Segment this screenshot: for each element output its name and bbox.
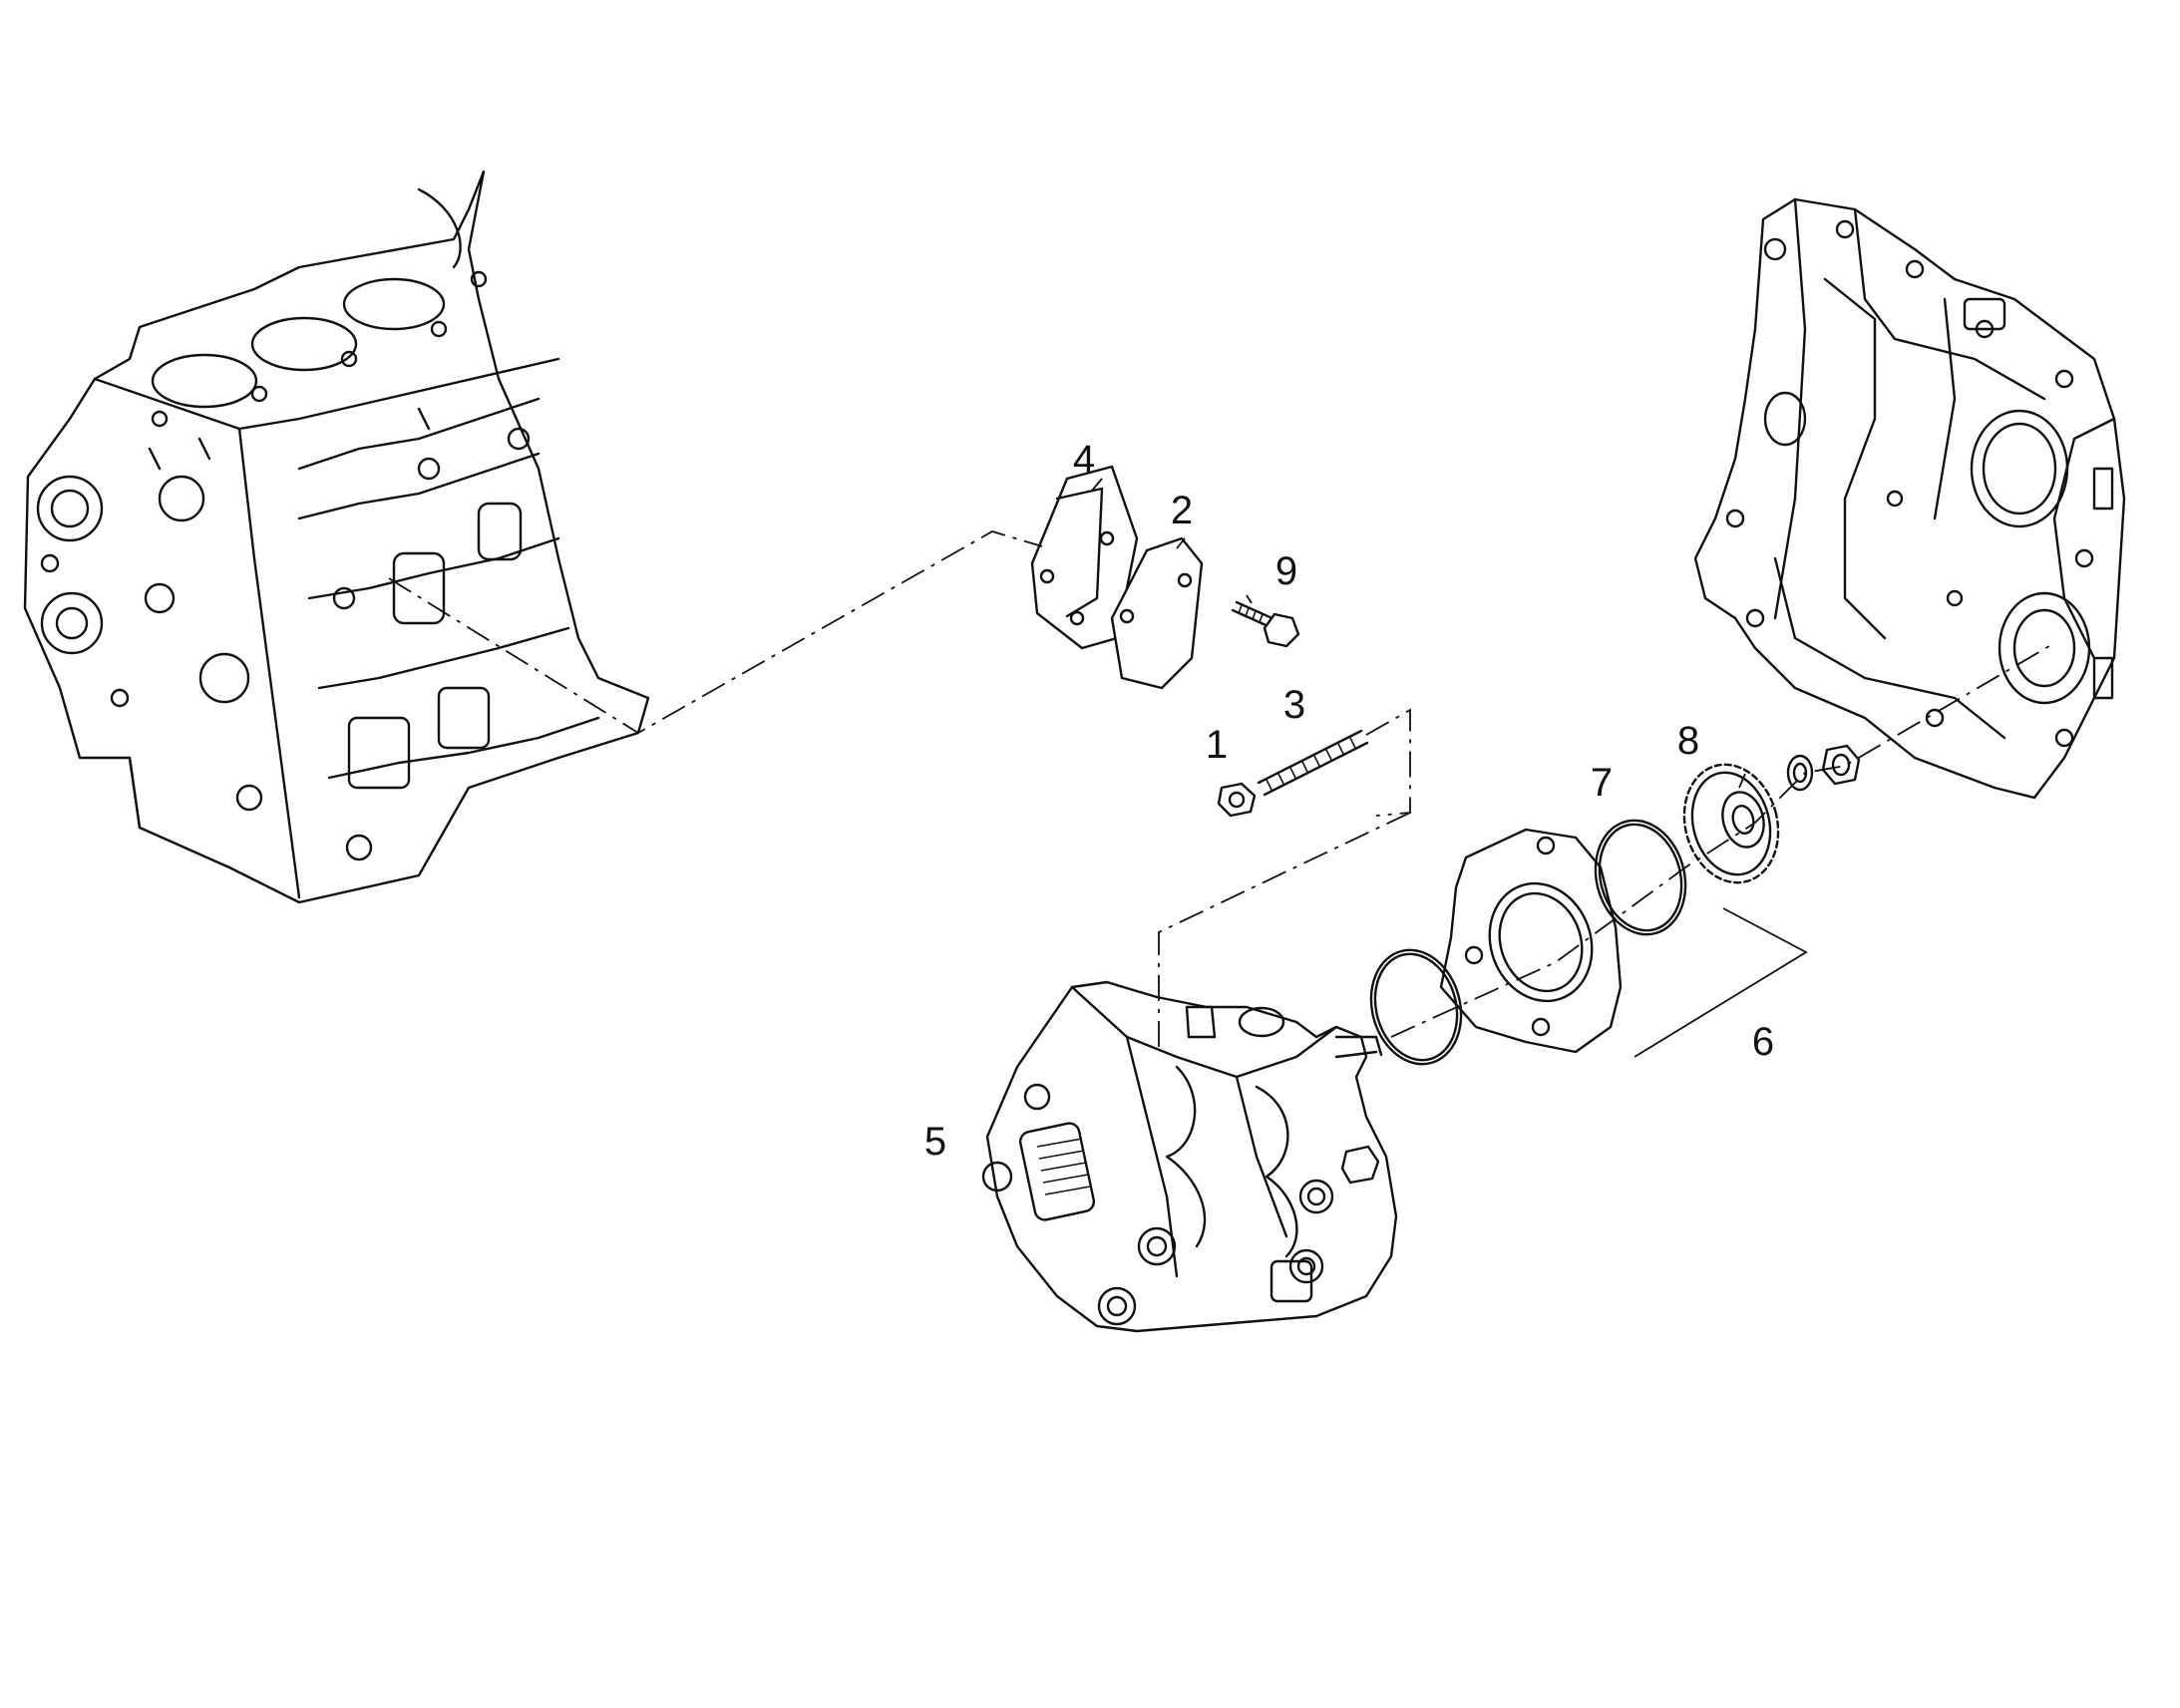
callout-9: 9 (1275, 549, 1297, 593)
gear-washer (1786, 754, 1814, 792)
timing-gear-cover (1693, 197, 2126, 800)
o-ring-large (1594, 819, 1687, 936)
callout-4: 4 (1073, 438, 1095, 482)
assembly-centerlines (388, 530, 2055, 1047)
pump-flange (1439, 828, 1623, 1054)
callout-3: 3 (1283, 683, 1305, 727)
callout-1: 1 (1206, 723, 1228, 767)
cover-plate-gasket (1030, 465, 1139, 650)
callout-8: 8 (1677, 719, 1699, 763)
drive-gear (1682, 763, 1780, 884)
gear-nut (1821, 744, 1861, 786)
threaded-stud (1257, 729, 1369, 797)
high-pressure-pump (981, 980, 1398, 1333)
o-ring-small (1369, 948, 1463, 1066)
callout-7: 7 (1591, 761, 1613, 805)
flange-bolt (1231, 600, 1300, 648)
group-bracket (1634, 907, 1808, 1058)
leader-lines (1091, 478, 1746, 789)
callout-6: 6 (1752, 1020, 1774, 1064)
cover-plate (1110, 536, 1204, 690)
callout-5: 5 (924, 1120, 946, 1164)
callout-2: 2 (1171, 489, 1193, 532)
hex-nut (1217, 782, 1257, 818)
engine-block (23, 170, 650, 904)
